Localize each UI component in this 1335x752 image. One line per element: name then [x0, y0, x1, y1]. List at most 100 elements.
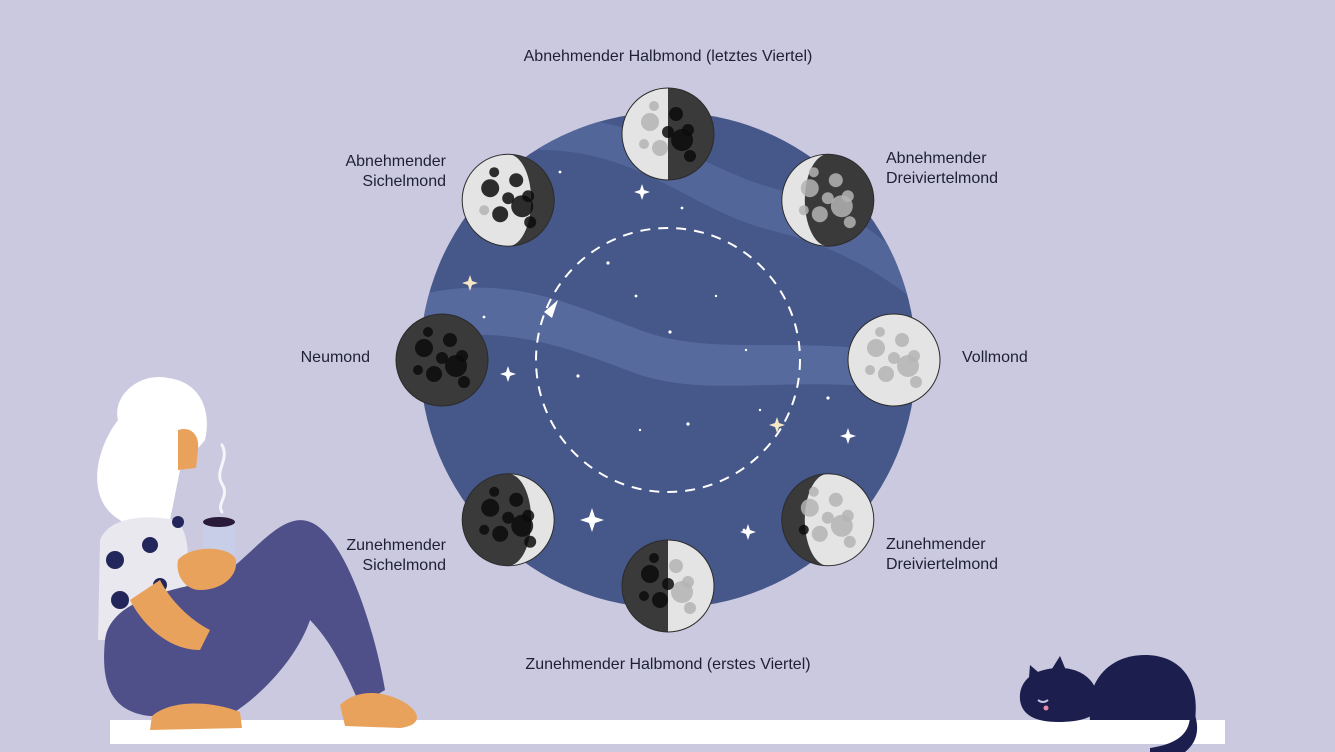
label-last-quarter: Abnehmender Halbmond (letztes Viertel)	[524, 47, 813, 67]
orbit-arrow-icon	[544, 300, 558, 318]
moon-waning-gibbous	[781, 153, 875, 247]
moon-crater	[875, 327, 885, 337]
moon-crater	[436, 352, 448, 364]
moon-crater	[481, 179, 500, 198]
cat-tail	[1150, 715, 1198, 752]
woman-illustration	[97, 377, 417, 730]
moon-crater	[652, 592, 668, 608]
cat-body	[1089, 655, 1196, 720]
moon-lit-area	[781, 154, 828, 247]
moon-crater	[426, 366, 442, 382]
label-line: Sichelmond	[362, 173, 446, 190]
moon-crater	[798, 524, 809, 535]
moon-first-quarter	[621, 539, 715, 633]
moon-outline	[781, 153, 875, 247]
label-waning-crescent: Abnehmender Sichelmond	[345, 152, 446, 192]
moon-crater	[821, 192, 834, 205]
cat-ear-left	[1028, 665, 1045, 690]
moon-last-quarter	[621, 87, 715, 181]
moon-crater	[811, 206, 828, 223]
label-waning-gibbous: Abnehmender Dreiviertelmond	[886, 149, 998, 189]
label-waxing-gibbous: Zunehmender Dreiviertelmond	[886, 535, 998, 575]
label-waxing-crescent: Zunehmender Sichelmond	[346, 536, 446, 576]
label-line: Dreiviertelmond	[886, 556, 999, 573]
moon-crater	[684, 602, 696, 614]
label-line: Dreiviertelmond	[886, 170, 999, 187]
pants	[104, 520, 385, 716]
floor-ledge	[110, 720, 1225, 744]
cat-nose	[1043, 705, 1049, 711]
moon-crater	[456, 350, 468, 362]
moon-crater	[682, 576, 694, 588]
moon-waning-crescent	[461, 153, 555, 247]
moon-crater	[492, 525, 509, 542]
moon-crater	[641, 113, 659, 131]
moon-crater	[828, 173, 843, 188]
label-full-moon: Vollmond	[962, 348, 1028, 368]
label-line: Abnehmender	[886, 150, 987, 167]
moon-crater	[479, 524, 490, 535]
moon-crater	[895, 333, 909, 347]
moon-crater	[808, 486, 819, 497]
orbit-dashed-circle	[535, 227, 801, 493]
label-line: Vollmond	[962, 349, 1028, 366]
moon-outline	[621, 87, 715, 181]
moon-lit-area	[622, 88, 668, 180]
cat-closed-eye	[1037, 699, 1049, 703]
moon-crater	[458, 376, 470, 388]
moon-crater	[662, 578, 674, 590]
moon-crater	[639, 591, 649, 601]
moon-crater	[502, 511, 515, 524]
moon-crater	[479, 205, 490, 216]
moon-crater	[649, 553, 659, 563]
label-line: Sichelmond	[362, 557, 446, 574]
foot-left	[150, 703, 242, 730]
moon-crater	[509, 173, 524, 188]
sleeping-cat-illustration	[1019, 655, 1198, 752]
moon-crater	[821, 511, 834, 524]
moon-crater	[641, 565, 659, 583]
moon-crater	[800, 498, 819, 517]
moon-crater	[413, 365, 423, 375]
moon-crater	[662, 126, 674, 138]
moon-outline	[461, 473, 555, 567]
stars	[482, 170, 830, 532]
moon-crater	[841, 190, 854, 203]
label-first-quarter: Zunehmender Halbmond (erstes Viertel)	[525, 655, 810, 675]
moon-crater	[669, 107, 683, 121]
moon-crater	[828, 492, 843, 507]
moon-phase-ring	[395, 87, 941, 633]
moon-new-moon	[395, 313, 489, 407]
moon-crater	[522, 190, 535, 203]
label-new-moon: Neumond	[301, 348, 370, 368]
hand	[177, 548, 237, 590]
moon-waxing-gibbous	[781, 473, 875, 567]
moon-crater	[489, 167, 500, 178]
cat-ear-right	[1050, 656, 1068, 675]
label-line: Zunehmender	[886, 536, 986, 553]
moon-crater	[843, 216, 856, 229]
moon-crater	[415, 339, 433, 357]
moon-crater	[639, 139, 649, 149]
moon-outline	[781, 473, 875, 567]
moon-crater	[878, 366, 894, 382]
moon-crater	[888, 352, 900, 364]
moon-crater	[489, 486, 500, 497]
foot-right	[340, 693, 417, 728]
hair	[97, 377, 207, 528]
label-line: Abnehmender	[345, 153, 446, 170]
cup	[203, 520, 235, 558]
moon-crater	[481, 498, 500, 517]
sparkle-stars	[462, 184, 856, 540]
moon-crater	[910, 376, 922, 388]
moon-crater	[524, 216, 537, 229]
moon-waxing-crescent	[461, 473, 555, 567]
moon-crater	[867, 339, 885, 357]
moon-crater	[649, 101, 659, 111]
moon-crater	[865, 365, 875, 375]
label-line: Zunehmender	[346, 537, 446, 554]
moon-crater	[502, 192, 515, 205]
moon-crater	[492, 206, 509, 223]
face	[178, 428, 199, 470]
